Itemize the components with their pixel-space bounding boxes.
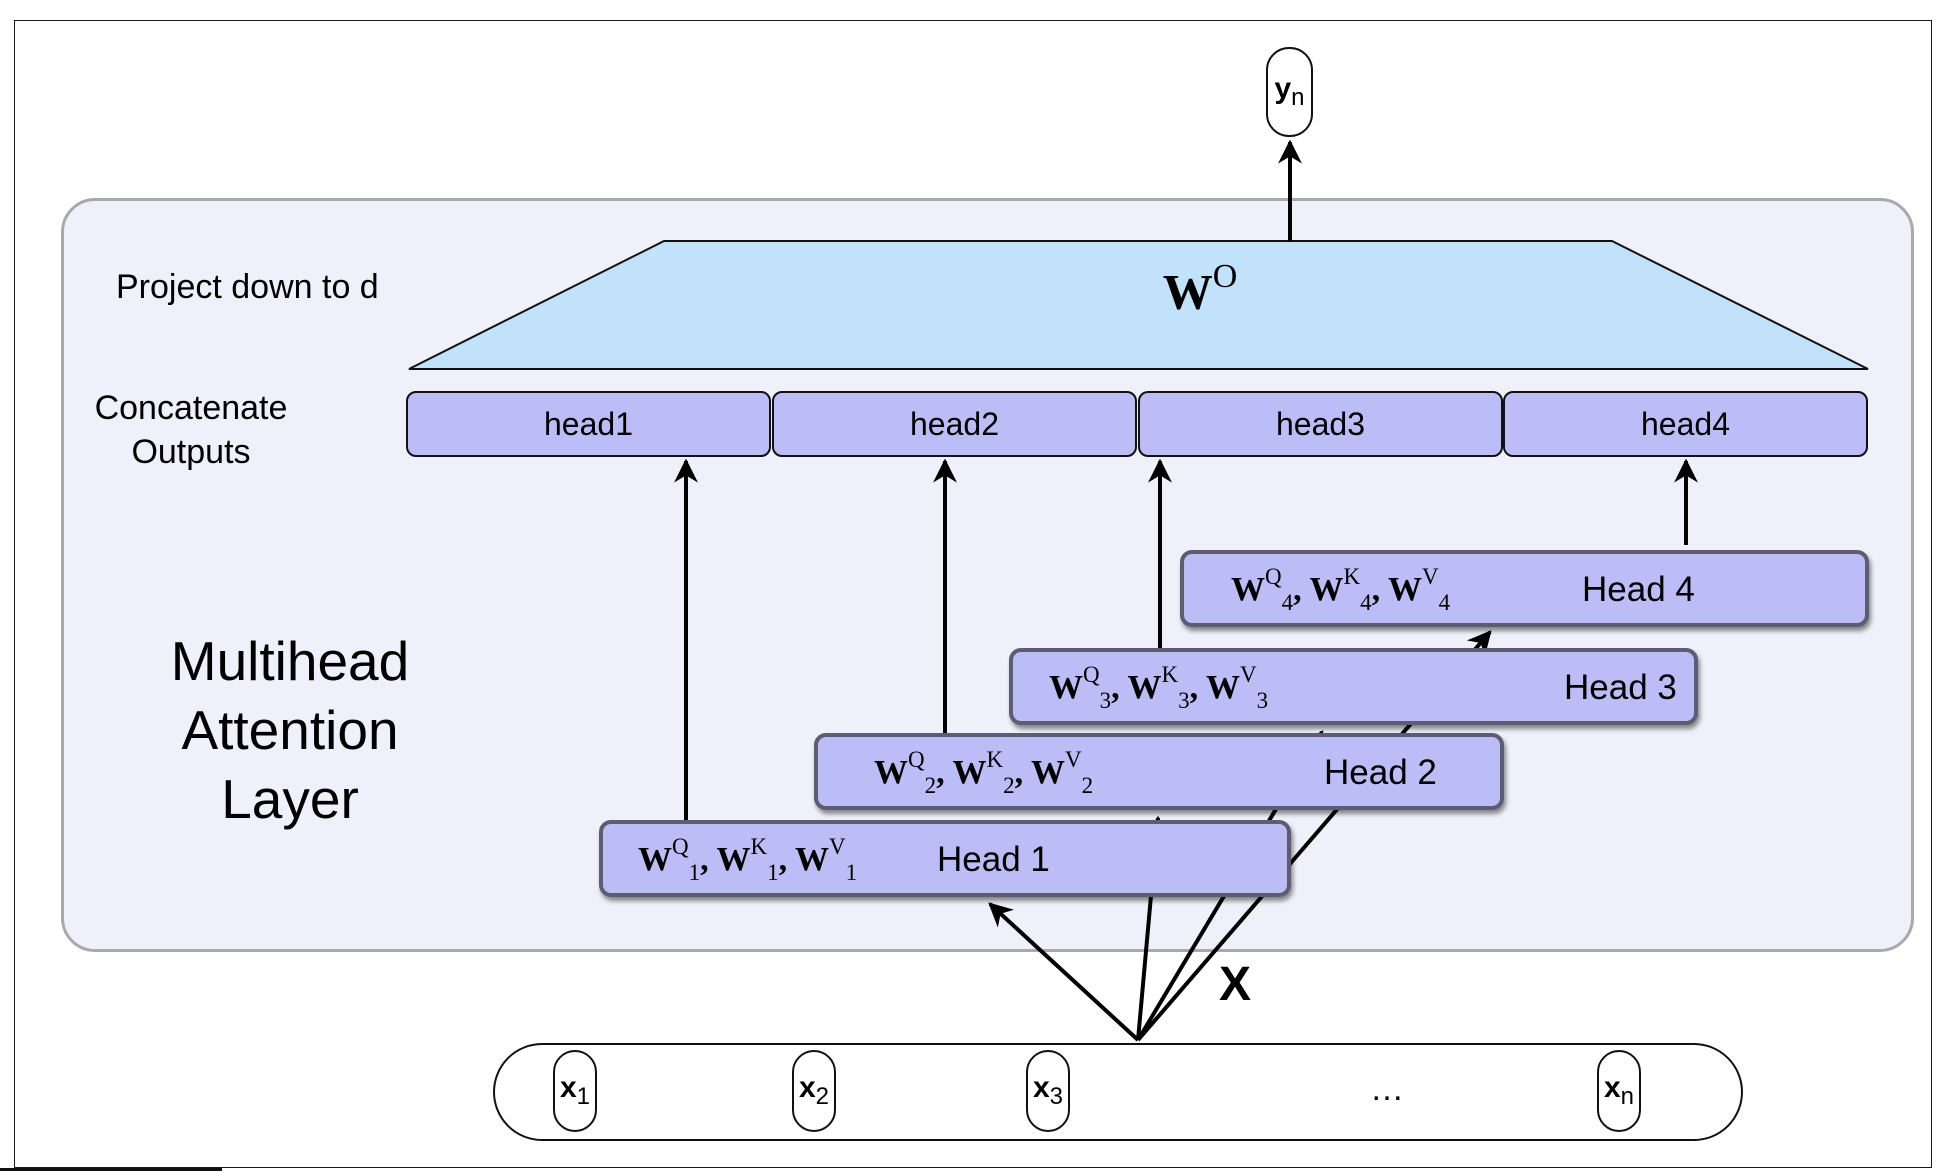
head-2-name: Head 2: [1324, 753, 1437, 792]
input-sequence: [493, 1043, 1743, 1141]
figure-frame: [14, 20, 1932, 1168]
attention-head-3: WQ3, WK3, WV3 Head 3: [1009, 648, 1698, 725]
head-3-weights: WQ3, WK3, WV3: [1049, 662, 1269, 713]
multihead-attention-layer-label: Multihead Attention Layer: [170, 630, 410, 830]
input-token-2: x2: [792, 1050, 836, 1132]
head-1-name: Head 1: [937, 840, 1050, 879]
project-down-label: Project down to d: [116, 268, 379, 306]
attention-head-2: WQ2, WK2, WV2 Head 2: [814, 733, 1504, 810]
output-token-label: yn: [1274, 72, 1305, 111]
concat-head-3: head3: [1138, 391, 1503, 457]
input-x-label: X: [1219, 958, 1252, 1011]
head-3-name: Head 3: [1564, 668, 1677, 707]
attention-head-1: WQ1, WK1, WV1 Head 1: [599, 820, 1291, 897]
projection-label: WO: [1162, 258, 1238, 320]
head-1-weights: WQ1, WK1, WV1: [638, 834, 858, 885]
projection-trapezoid: [408, 240, 1869, 370]
arrow-x-to-head1: [988, 902, 1140, 1042]
concat-head-2: head2: [772, 391, 1137, 457]
input-token-3: x3: [1026, 1050, 1070, 1132]
concat-head-4: head4: [1503, 391, 1868, 457]
head-4-name: Head 4: [1582, 570, 1695, 609]
head-2-weights: WQ2, WK2, WV2: [874, 747, 1094, 798]
concatenate-outputs-label: Concatenate Outputs: [94, 389, 288, 471]
concat-head-1: head1: [406, 391, 771, 457]
input-token-n: xn: [1597, 1050, 1641, 1132]
output-token-yn: yn: [1266, 47, 1313, 137]
input-token-1: x1: [553, 1050, 597, 1132]
head-4-weights: WQ4, WK4, WV4: [1231, 564, 1451, 615]
footnote-rule: [0, 1168, 222, 1171]
input-ellipsis: …: [1370, 1070, 1404, 1108]
attention-head-4: WQ4, WK4, WV4 Head 4: [1180, 550, 1869, 627]
